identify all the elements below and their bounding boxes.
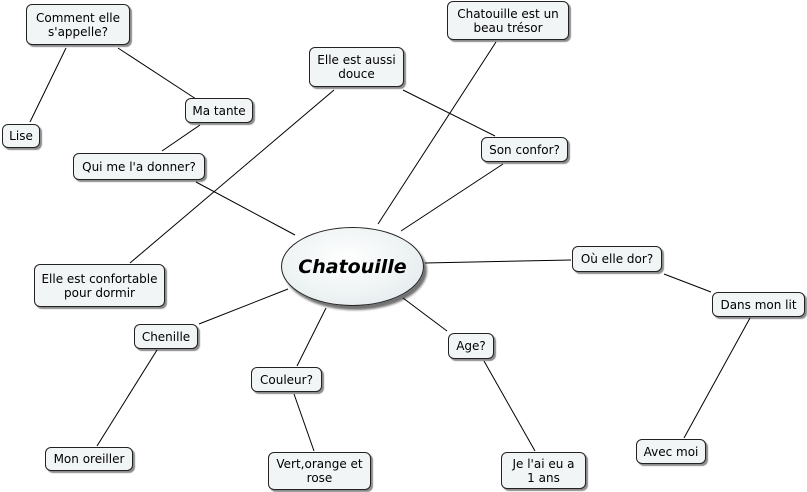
node-lise[interactable]: Lise [2, 124, 40, 148]
connector-line [402, 89, 496, 137]
node-age[interactable]: Age? [448, 333, 494, 359]
node-mon-oreiller[interactable]: Mon oreiller [45, 447, 133, 471]
connector-line [293, 393, 315, 452]
node-vert-orange-rose[interactable]: Vert,orange et rose [268, 452, 371, 490]
node-je-lai-eu-a-1-ans[interactable]: Je l'ai eu a 1 ans [501, 452, 586, 489]
connector-line [402, 297, 448, 332]
connector-line [117, 47, 197, 100]
connector-line [198, 288, 289, 325]
node-comment-elle-sappelle[interactable]: Comment elle s'appelle? [26, 4, 130, 45]
node-ou-elle-dor[interactable]: Où elle dor? [572, 246, 662, 272]
node-chenille[interactable]: Chenille [134, 324, 198, 349]
node-son-confor[interactable]: Son confor? [481, 137, 568, 162]
node-chatouille-beau-tresor[interactable]: Chatouille est un beau trésor [447, 1, 569, 40]
connector-line [663, 273, 712, 293]
node-qui-me-la-donner[interactable]: Qui me l'a donner? [73, 153, 205, 180]
node-elle-est-confortable[interactable]: Elle est confortable pour dormir [34, 264, 165, 307]
node-dans-mon-lit[interactable]: Dans mon lit [712, 292, 805, 317]
connector-line [296, 307, 327, 367]
node-elle-est-aussi-douce[interactable]: Elle est aussi douce [309, 47, 404, 87]
connector-line [683, 317, 751, 439]
connector-line [195, 181, 296, 236]
node-avec-moi[interactable]: Avec moi [636, 439, 706, 464]
connector-line [161, 124, 201, 152]
node-couleur[interactable]: Couleur? [251, 367, 322, 392]
connector-line [29, 47, 67, 123]
connector-line [377, 41, 497, 225]
node-ma-tante[interactable]: Ma tante [185, 98, 253, 123]
connector-line [483, 360, 536, 452]
central-topic[interactable]: Chatouille [281, 227, 424, 306]
connector-line [424, 259, 572, 264]
connector-line [129, 89, 335, 264]
connector-line [96, 349, 158, 447]
connector-line [400, 163, 504, 232]
